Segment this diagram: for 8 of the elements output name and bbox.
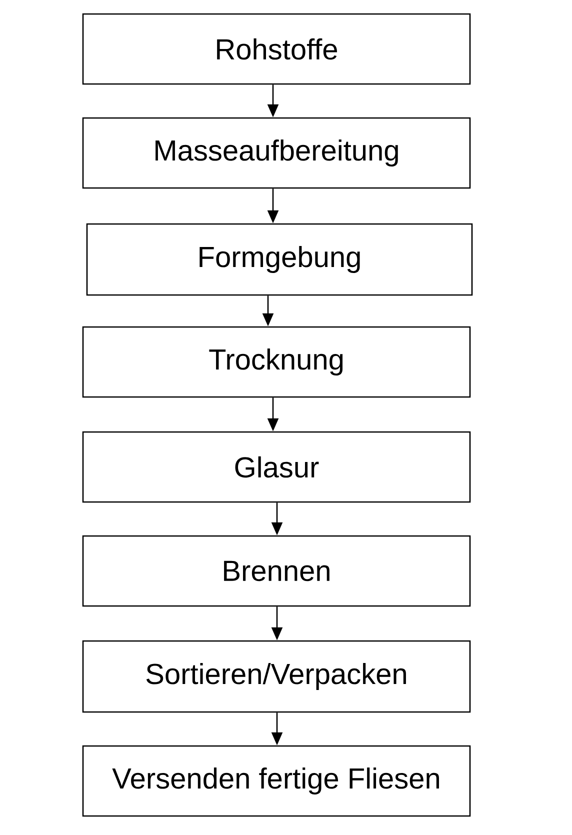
process-box: Glasur <box>82 431 471 503</box>
process-box: Masseaufbereitung <box>82 117 471 189</box>
process-box: Versenden fertige Fliesen <box>82 745 471 817</box>
process-box: Brennen <box>82 535 471 607</box>
process-box: Sortieren/Verpacken <box>82 640 471 713</box>
process-box: Trocknung <box>82 326 471 398</box>
process-box: Rohstoffe <box>82 13 471 85</box>
process-box: Formgebung <box>86 223 473 296</box>
